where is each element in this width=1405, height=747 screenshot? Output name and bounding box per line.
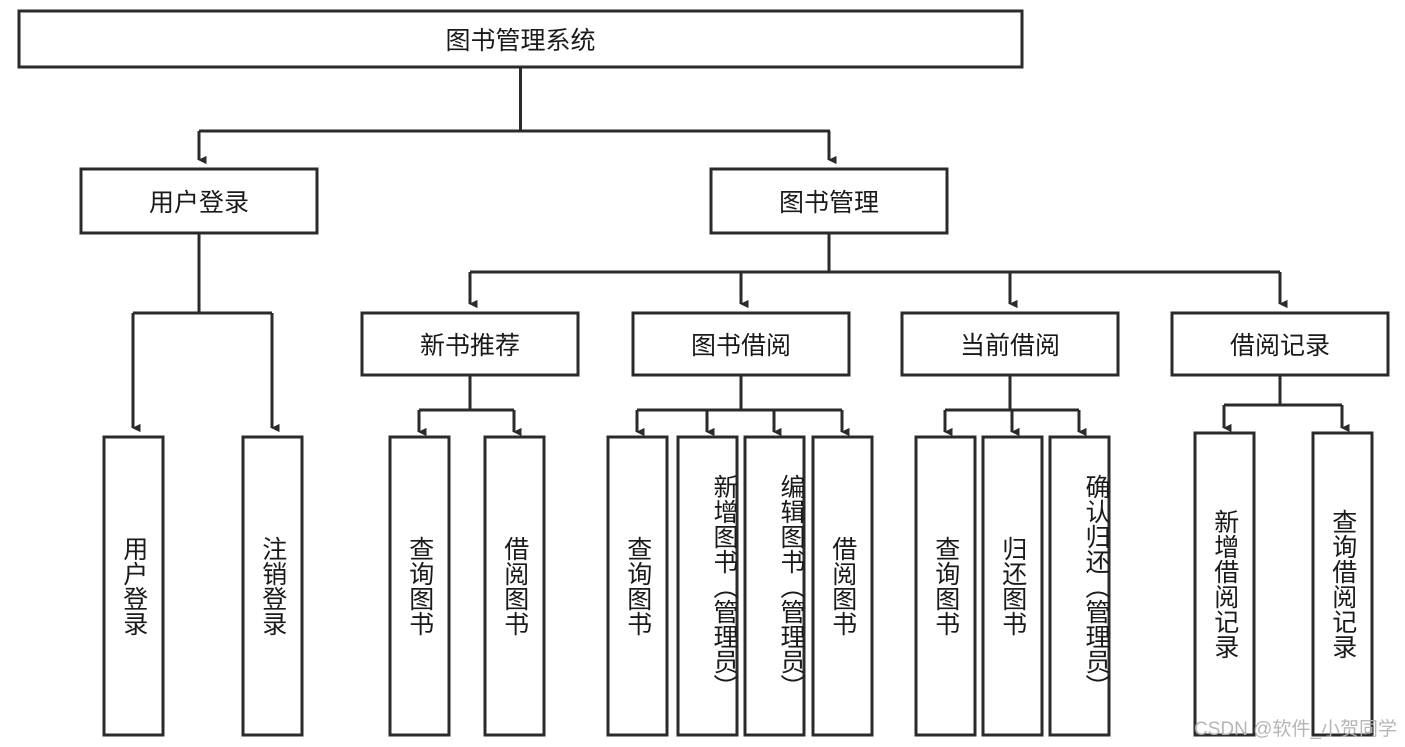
node-box-new-book[interactable] <box>360 311 580 377</box>
node-box-leaf-borrow-book-b[interactable] <box>811 435 874 737</box>
node-box-leaf-add-record[interactable] <box>1193 431 1256 737</box>
connector-group-records <box>1222 375 1350 433</box>
node-box-leaf-user-login[interactable] <box>102 435 165 737</box>
connector-group-new-book <box>417 375 522 437</box>
node-box-leaf-query-book-c[interactable] <box>914 435 977 737</box>
node-box-leaf-query-book-b[interactable] <box>606 435 669 737</box>
connector-group-borrow <box>635 375 850 437</box>
connector-group-user-login <box>131 233 280 433</box>
node-box-records[interactable] <box>1170 311 1390 377</box>
connector-group-root <box>197 67 837 165</box>
node-box-current[interactable] <box>900 311 1120 377</box>
node-box-leaf-borrow-book-a[interactable] <box>483 435 546 737</box>
node-box-leaf-query-book-a[interactable] <box>388 435 451 737</box>
node-box-borrow[interactable] <box>631 311 851 377</box>
node-box-root[interactable] <box>17 9 1024 69</box>
node-box-leaf-edit-book[interactable] <box>743 435 806 737</box>
connector-group-book-mgmt <box>468 233 1288 309</box>
node-box-leaf-logout[interactable] <box>241 435 304 737</box>
watermark-text: CSDN @软件_小贺同学 <box>1194 719 1397 740</box>
node-box-leaf-query-record[interactable] <box>1311 431 1374 737</box>
node-box-book-mgmt[interactable] <box>709 167 949 235</box>
node-box-leaf-return-book[interactable] <box>981 435 1044 737</box>
connector-group-current <box>943 375 1087 437</box>
node-box-leaf-add-book[interactable] <box>676 435 739 737</box>
node-box-user-login[interactable] <box>79 167 319 235</box>
node-box-leaf-confirm-return[interactable] <box>1048 435 1111 737</box>
